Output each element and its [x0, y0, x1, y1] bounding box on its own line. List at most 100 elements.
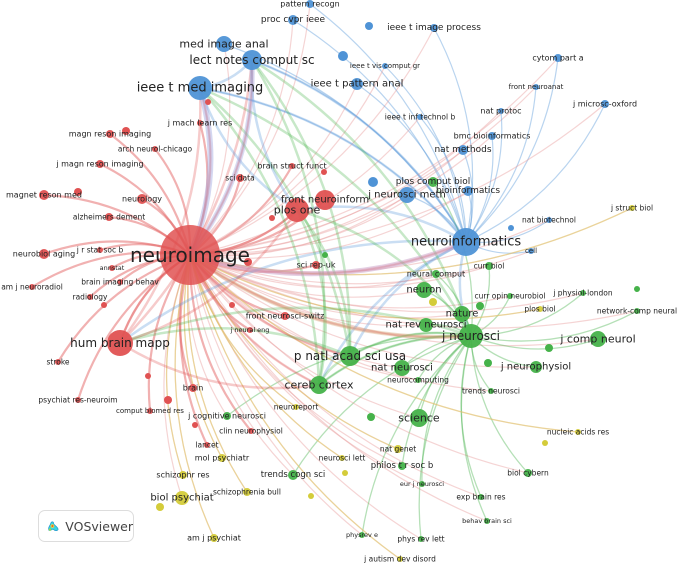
node-neuron[interactable] [416, 282, 432, 298]
node-cytom-part-a[interactable] [554, 54, 562, 62]
node-label[interactable]: ieee t inf technol b [385, 113, 456, 122]
node-label[interactable]: brain [183, 384, 204, 393]
node-neurology[interactable] [137, 194, 147, 204]
node-unlabeled[interactable] [338, 51, 348, 61]
node-curr-opin-neurobiol[interactable] [507, 293, 513, 299]
node-sci-rep-uk[interactable] [312, 261, 320, 269]
node-radiology[interactable] [87, 294, 93, 300]
node-label[interactable]: p natl acad sci usa [294, 349, 406, 363]
node-ieee-t-image-process[interactable] [430, 24, 438, 32]
node-label[interactable]: curr biol [474, 262, 505, 271]
node-unlabeled[interactable] [322, 252, 328, 258]
node-label[interactable]: brain imaging behav [81, 278, 159, 287]
node-label[interactable]: plos comput biol [396, 177, 471, 187]
node-label[interactable]: nat genet [380, 445, 416, 454]
node-psychiat-res-neuroim[interactable] [75, 397, 81, 403]
node-label[interactable]: neural comput [407, 270, 465, 279]
node-j-autism-dev-disord[interactable] [397, 556, 403, 562]
node-cereb-cortex[interactable] [310, 376, 328, 394]
node-nat-genet[interactable] [394, 445, 402, 453]
node-j-neurosci[interactable] [459, 324, 483, 348]
node-label[interactable]: radiology [73, 293, 109, 302]
node-plos-one[interactable] [285, 198, 309, 222]
node-front-neurosci-switz[interactable] [281, 312, 289, 320]
node-eur-j-neurosci[interactable] [419, 481, 425, 487]
node-label[interactable]: brain struct funct [257, 162, 326, 171]
node-label[interactable]: nat protoc [480, 107, 521, 116]
node-neuroimage[interactable] [160, 225, 220, 285]
node-unlabeled[interactable] [122, 127, 130, 135]
node-label[interactable]: schizophrenia bull [213, 488, 281, 497]
node-ieee-t-vis-comput-gr[interactable] [382, 63, 388, 69]
node-label[interactable]: ieee t med imaging [137, 81, 264, 96]
node-unlabeled[interactable] [542, 440, 548, 446]
node-biol-psychiat[interactable] [175, 491, 189, 505]
node-label[interactable]: magn reson imaging [69, 130, 151, 139]
node-j-neurophysiol[interactable] [530, 361, 542, 373]
node-j-physiol-london[interactable] [580, 290, 586, 296]
node-label[interactable]: front neuroinform [281, 195, 369, 206]
node-lect-notes-comput-sc[interactable] [242, 50, 262, 70]
node-label[interactable]: j magn reson imaging [55, 160, 143, 169]
node-label[interactable]: lect notes comput sc [189, 53, 314, 67]
node-network-comp-neural[interactable] [634, 308, 640, 314]
node-nat-protoc[interactable] [498, 108, 504, 114]
node-label[interactable]: neurosci lett [319, 454, 366, 463]
node-j-magn-reson-imaging[interactable] [96, 160, 104, 168]
node-label[interactable]: cytom part a [532, 54, 583, 63]
node-unlabeled[interactable] [365, 22, 373, 30]
node-label[interactable]: ieee t pattern anal [311, 79, 404, 90]
node-label[interactable]: neuroreport [274, 403, 319, 412]
node-label[interactable]: j mach learn res [167, 119, 232, 128]
node-label[interactable]: physrev e [346, 531, 378, 539]
node-j-struct-biol[interactable] [629, 205, 635, 211]
node-lancet[interactable] [204, 442, 210, 448]
node-philos-t-r-soc-b[interactable] [398, 462, 406, 470]
node-unlabeled[interactable] [74, 188, 82, 196]
node-bioinformatics[interactable] [463, 186, 473, 196]
node-unlabeled[interactable] [508, 225, 514, 231]
node-clin-neurophysiol[interactable] [248, 428, 254, 434]
node-science[interactable] [410, 409, 428, 427]
node-schizophr-res[interactable] [179, 471, 187, 479]
node-front-neuroanat[interactable] [533, 84, 539, 90]
node-ieee-t-med-imaging[interactable] [188, 76, 212, 100]
node-label[interactable]: mol psychiatr [195, 454, 250, 463]
node-proc-cvpr-ieee[interactable] [288, 15, 298, 25]
node-nat-neurosci[interactable] [394, 360, 410, 376]
node-nat-biotechnol[interactable] [546, 217, 552, 223]
node-label[interactable]: j microsc-oxford [572, 100, 637, 109]
node-j-neural-eng[interactable] [247, 327, 253, 333]
node-unlabeled[interactable] [368, 177, 378, 187]
node-label[interactable]: schizophr res [156, 471, 209, 480]
node-unlabeled[interactable] [342, 470, 348, 476]
node-exp-brain-res[interactable] [478, 494, 484, 500]
node-label[interactable]: nat methods [434, 145, 491, 155]
node-label[interactable]: front neurosci-switz [246, 312, 325, 321]
node-label[interactable]: phys rev lett [397, 535, 444, 544]
node-unlabeled[interactable] [429, 298, 437, 306]
node-unlabeled[interactable] [476, 302, 484, 310]
node-label[interactable]: comput biomed res [116, 407, 184, 415]
node-label[interactable]: sci data [225, 174, 254, 183]
node-label[interactable]: magnet reson med [6, 191, 82, 200]
node-am-j-neuroradiol[interactable] [29, 284, 35, 290]
node-unlabeled[interactable] [308, 493, 314, 499]
node-label[interactable]: clin neurophysiol [219, 427, 283, 436]
node-label[interactable]: hum brain mapp [70, 336, 170, 350]
node-label[interactable]: trends cogn sci [261, 470, 326, 480]
node-label[interactable]: cell [525, 247, 537, 255]
node-unlabeled[interactable] [634, 286, 640, 292]
node-label[interactable]: bmc bioinformatics [454, 132, 531, 141]
node-label[interactable]: plos biol [524, 305, 555, 314]
node-comput-biomed-res[interactable] [147, 408, 153, 414]
node-unlabeled[interactable] [321, 169, 327, 175]
node-label[interactable]: nat rev neurosci [385, 320, 466, 331]
node-label[interactable]: neuron [406, 285, 441, 296]
node-label[interactable]: ieee t vis comput gr [350, 62, 420, 70]
node-unlabeled[interactable] [484, 359, 492, 367]
node-label[interactable]: neuroimage [130, 243, 250, 267]
node-label[interactable]: med image anal [179, 38, 268, 51]
node-label[interactable]: behav brain sci [462, 517, 512, 525]
node-label[interactable]: psychiat res-neuroim [38, 396, 117, 405]
